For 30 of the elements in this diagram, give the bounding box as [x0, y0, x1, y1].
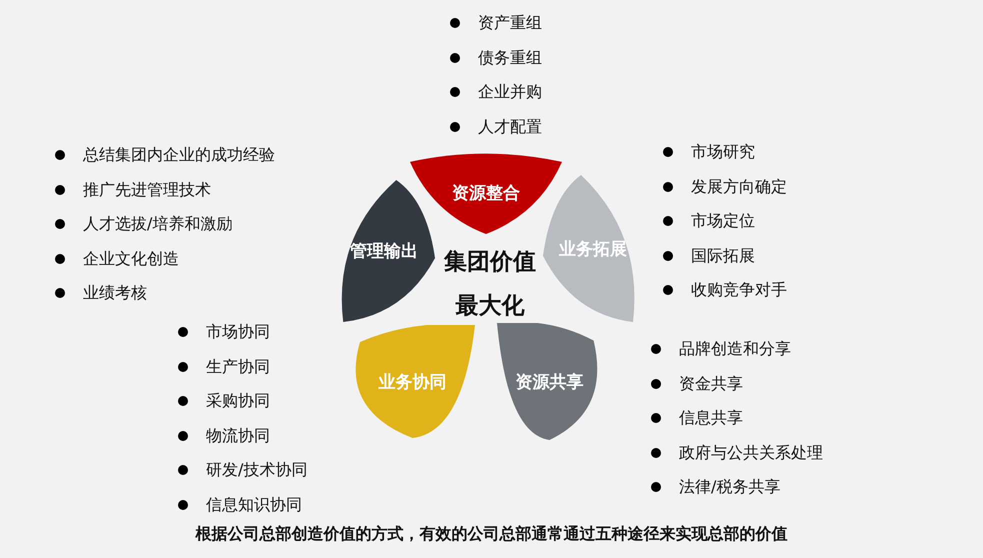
bullet-item: 发展方向确定: [663, 176, 787, 210]
bullet-item: 资产重组: [450, 12, 542, 46]
bullet-item: 人才选拔/培养和激励: [55, 213, 275, 248]
bullet-item: 市场定位: [663, 210, 787, 244]
bullet-item: 企业文化创造: [55, 248, 275, 282]
bullet-item: 人才配置: [450, 116, 542, 150]
petal-label: 资源共享: [514, 371, 584, 393]
bullet-item: 总结集团内企业的成功经验: [55, 144, 275, 178]
bullet-item: 物流协同: [178, 424, 308, 459]
petal-label: 业务协同: [378, 371, 448, 393]
bullet-item: 市场协同: [178, 321, 308, 356]
bullet-item: 政府与公共关系处理: [651, 442, 823, 476]
bullet-item: 研发/技术协同: [178, 459, 308, 494]
petal-label: 管理输出: [349, 240, 419, 262]
bullet-item: 生产协同: [178, 356, 308, 390]
bullet-item: 采购协同: [178, 390, 308, 424]
bullet-item: 信息共享: [651, 407, 823, 442]
bullet-item: 收购竞争对手: [663, 279, 787, 314]
bullet-item: 推广先进管理技术: [55, 178, 275, 213]
center-title: 集团价值最大化: [442, 248, 537, 321]
bullet-item: 资金共享: [651, 372, 823, 407]
bullet-item: 国际拓展: [663, 244, 787, 279]
petal-label: 资源整合: [451, 182, 521, 204]
bullet-item: 企业并购: [450, 81, 542, 116]
bullet-item: 法律/税务共享: [651, 476, 823, 510]
bullet-item: 业绩考核: [55, 282, 275, 316]
bullet-item: 品牌创造和分享: [651, 338, 823, 372]
bullet-item: 市场研究: [663, 141, 787, 176]
petal-label: 业务拓展: [558, 238, 628, 260]
bullet-item: 债务重组: [450, 46, 542, 81]
